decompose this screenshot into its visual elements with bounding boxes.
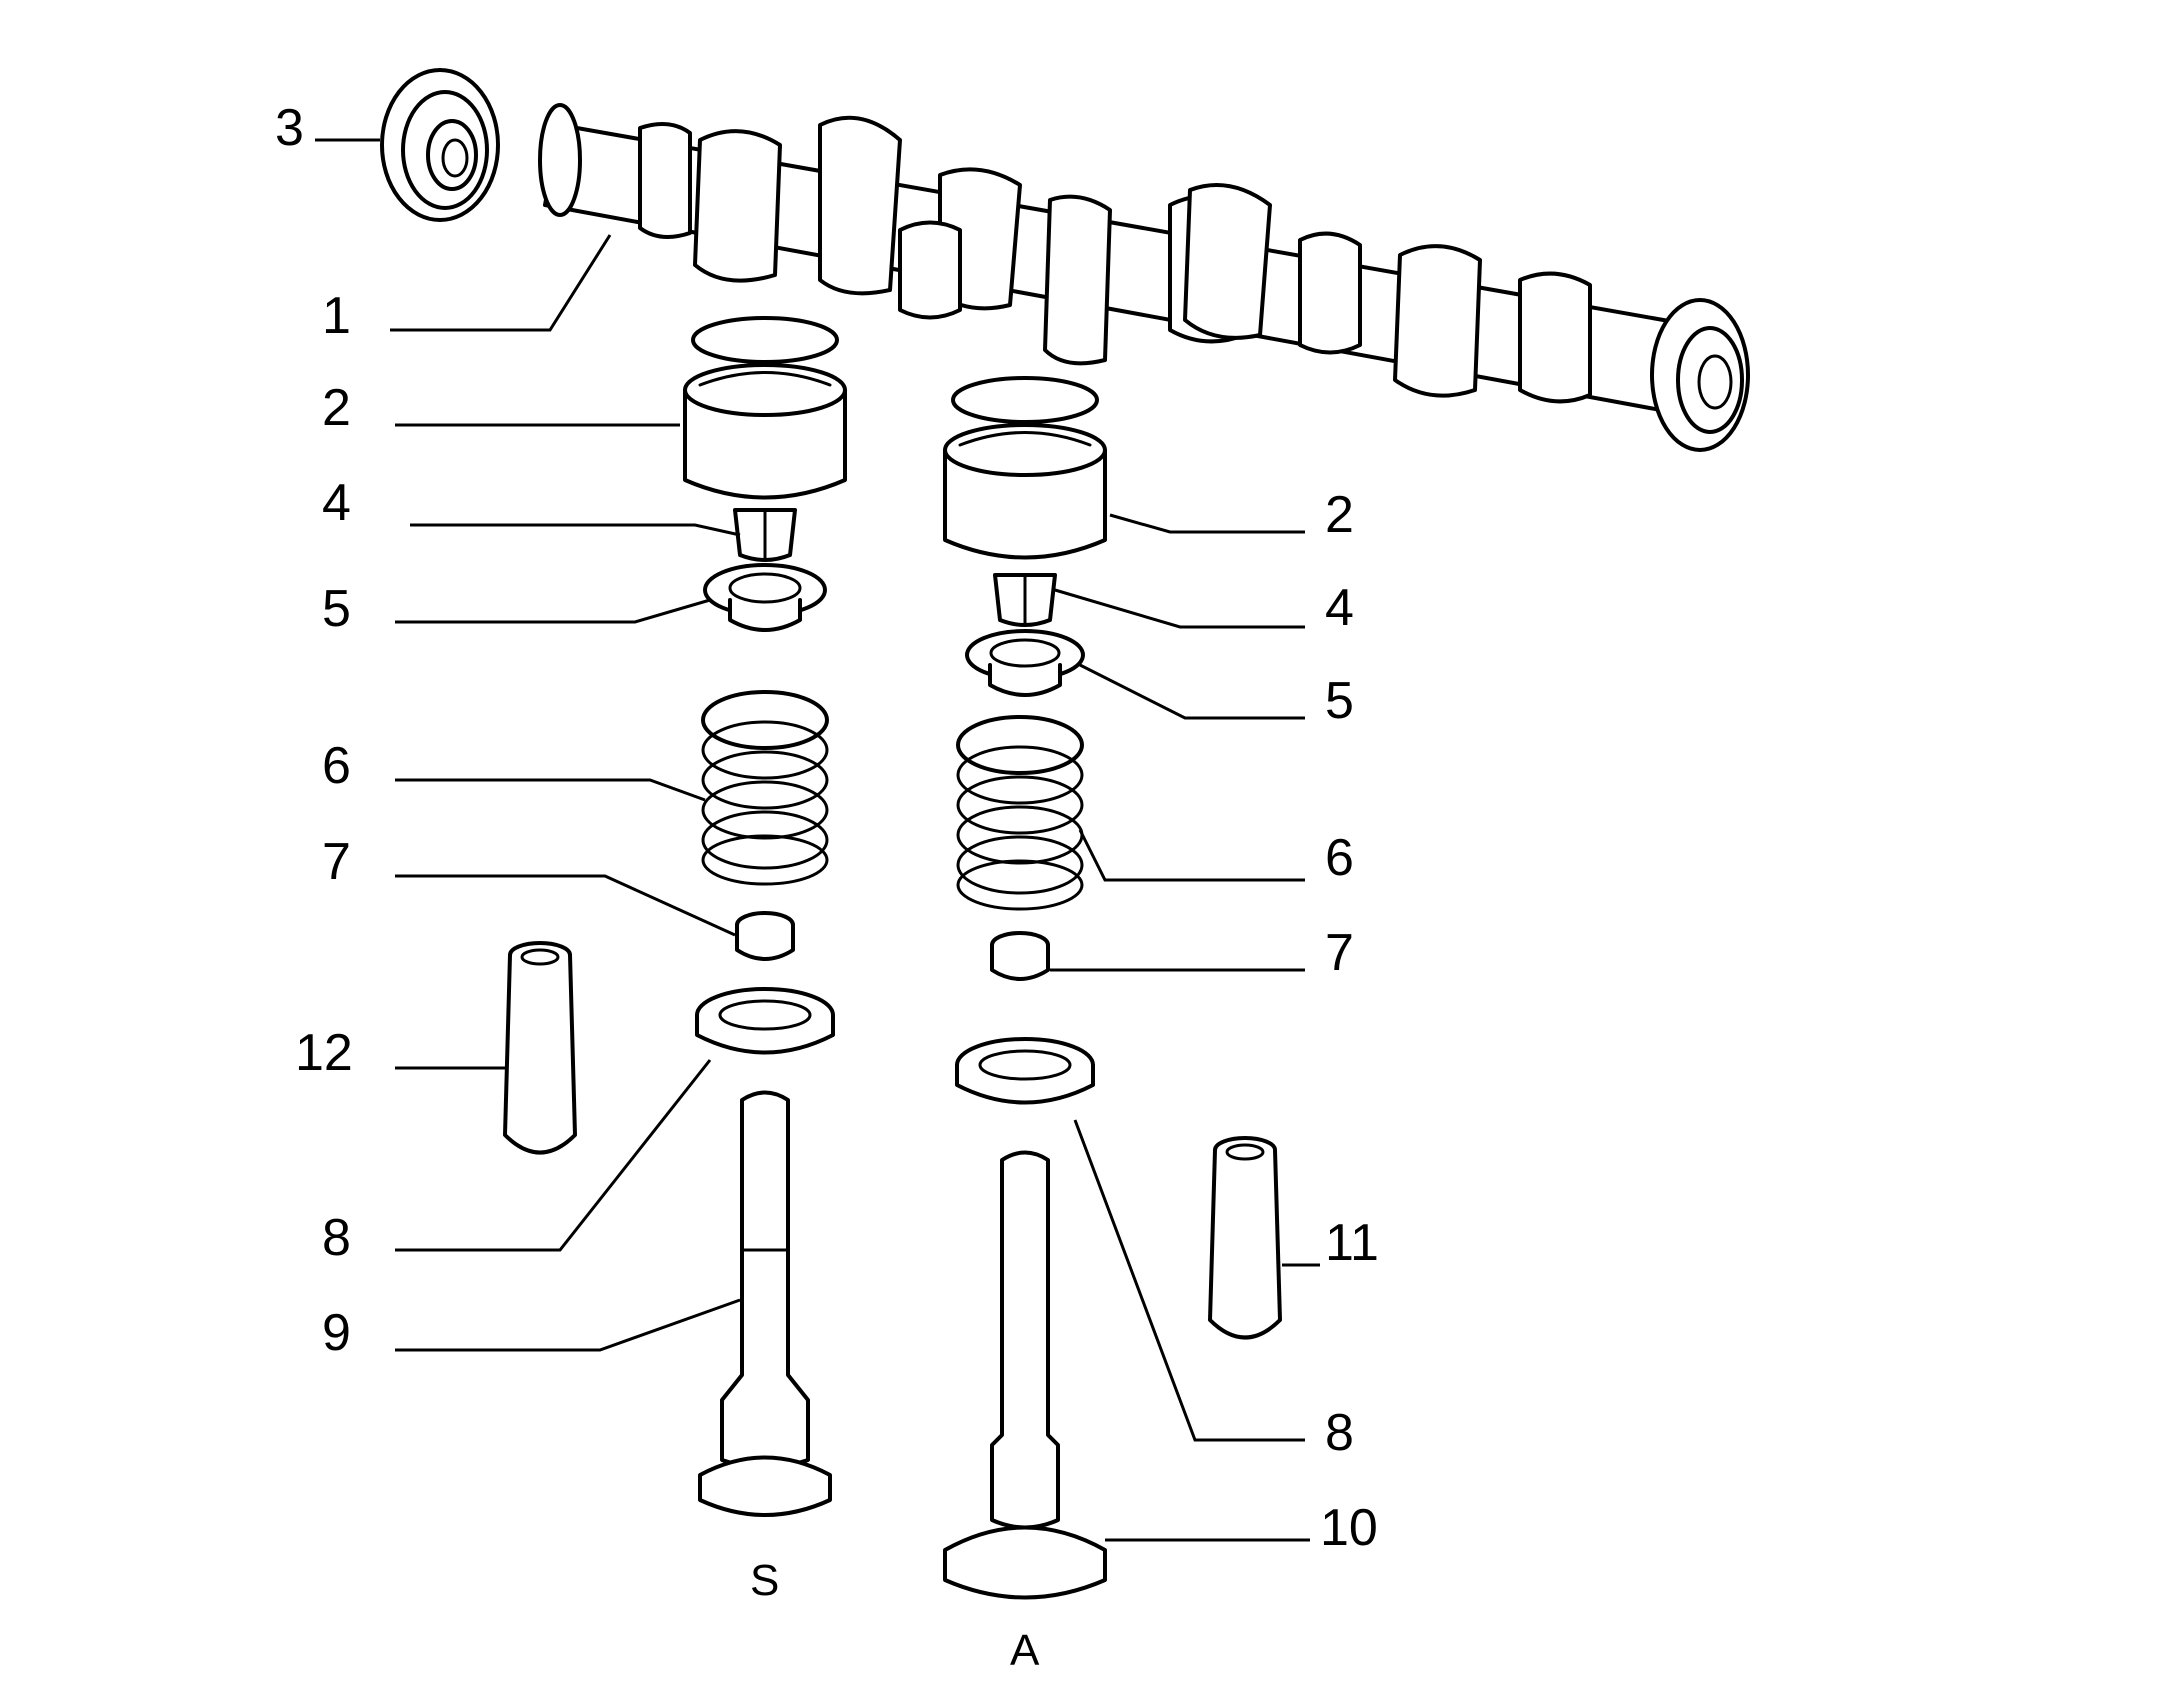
callout-11: 11 [1325, 1214, 1379, 1272]
part-4-collets-right [993, 573, 1057, 627]
leader-lines [315, 138, 1320, 1542]
leader-2-right [1109, 513, 1305, 534]
part-5-spring-cap-left [703, 563, 827, 632]
part-7-valve-seal-right [990, 931, 1050, 981]
leader-8-right [1073, 1119, 1305, 1442]
callout-3: 3 [275, 99, 304, 157]
callout-4-left: 4 [322, 474, 351, 532]
callout-1: 1 [322, 287, 351, 345]
valve-label-s: S [750, 1556, 779, 1605]
callout-8-right: 8 [1325, 1404, 1354, 1462]
callout-6-left: 6 [322, 737, 351, 795]
callout-7-right: 7 [1325, 924, 1354, 982]
part-10-exhaust-valve [943, 1150, 1107, 1600]
callout-5-left: 5 [322, 580, 351, 638]
leader-5-right [1079, 663, 1305, 720]
callout-2-left: 2 [322, 379, 351, 437]
leader-9 [395, 1298, 741, 1352]
leader-1 [390, 234, 612, 332]
callout-9: 9 [322, 1304, 351, 1362]
leader-4-right [1054, 588, 1305, 629]
leader-6-left [395, 778, 706, 802]
part-4-collets-left [733, 508, 797, 562]
callout-12: 12 [295, 1024, 353, 1082]
part-1-camshaft [538, 103, 1750, 452]
leader-5-left [395, 598, 711, 624]
part-6-spring-right [956, 715, 1084, 911]
callout-2-right: 2 [1325, 486, 1354, 544]
part-2-tappet-left [683, 316, 847, 500]
leader-7-left [395, 874, 736, 937]
part-6-spring-left [701, 690, 829, 886]
part-5-spring-cap-right [965, 629, 1085, 697]
part-8-spring-seat-right [955, 1037, 1095, 1105]
callout-7-left: 7 [322, 833, 351, 891]
part-12-valve-guide [503, 941, 577, 1155]
part-8-spring-seat-left [695, 987, 835, 1055]
callout-6-right: 6 [1325, 829, 1354, 887]
callout-4-right: 4 [1325, 579, 1354, 637]
callout-5-right: 5 [1325, 672, 1354, 730]
callout-labels: 3 1 2 4 5 6 7 12 8 9 2 4 5 6 7 11 8 10 [275, 99, 1379, 1557]
leader-8-left [395, 1059, 712, 1252]
valve-label-a: A [1010, 1626, 1040, 1675]
callout-8-left: 8 [322, 1209, 351, 1267]
leader-4-left [410, 523, 741, 537]
leader-6-right [1078, 829, 1305, 882]
part-7-valve-seal-left [735, 911, 795, 961]
part-3-bearing-ring [380, 68, 500, 222]
part-2-tappet-right [943, 376, 1107, 560]
part-11-valve-guide [1208, 1136, 1282, 1340]
part-9-intake-valve [698, 1090, 832, 1517]
callout-10: 10 [1320, 1499, 1378, 1557]
